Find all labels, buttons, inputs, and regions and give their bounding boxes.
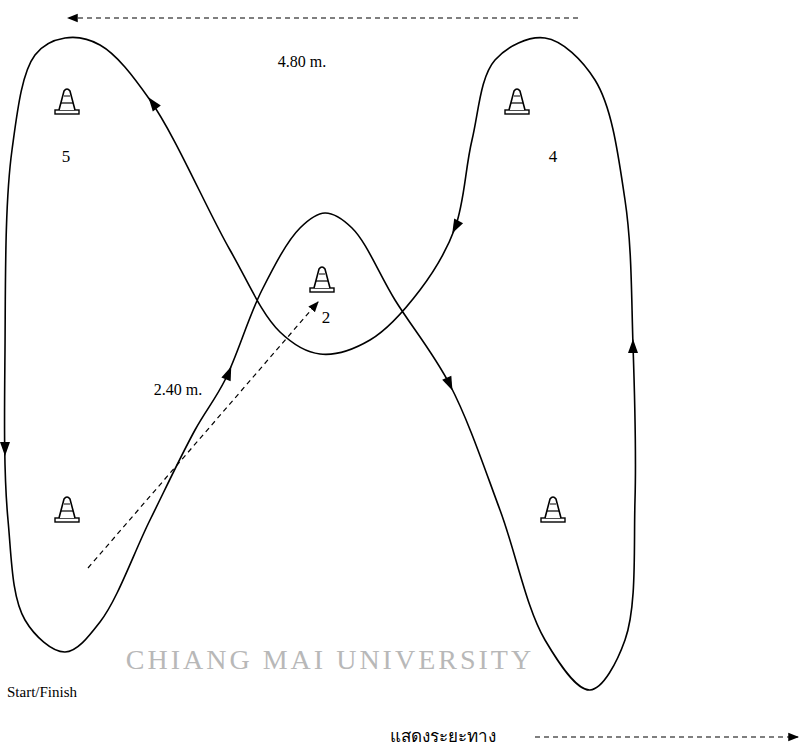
start-finish-label: Start/Finish	[5, 684, 79, 701]
width-dimension: 4.80 m.	[276, 53, 328, 71]
cone-number: 5	[60, 148, 73, 167]
legend-dashed-arrow	[535, 736, 798, 737]
direction-arrowhead	[442, 376, 457, 393]
cone-number: 4	[547, 148, 560, 167]
cones	[55, 89, 565, 522]
cone-start	[55, 497, 79, 522]
legend-distance-label: แสดงระยะทาง	[388, 728, 498, 747]
direction-arrowhead	[448, 219, 463, 236]
cone-4	[505, 89, 529, 114]
cone-5	[55, 89, 79, 114]
distance-arrows	[68, 18, 798, 737]
diagonal-dimension: 2.40 m.	[152, 381, 204, 399]
direction-arrowhead	[221, 365, 236, 382]
running-route	[0, 37, 638, 690]
direction-arrowhead	[144, 94, 160, 111]
cone-lower-right	[541, 497, 565, 522]
cone-number: 2	[320, 309, 333, 328]
cone-2	[310, 267, 334, 292]
width-dimension-arrow	[68, 17, 578, 18]
diagonal-dimension-arrow	[88, 302, 318, 568]
direction-arrowhead	[628, 339, 638, 353]
watermark: CHIANG MAI UNIVERSITY	[126, 645, 534, 676]
route-path	[5, 37, 636, 690]
direction-arrowhead	[0, 442, 10, 456]
